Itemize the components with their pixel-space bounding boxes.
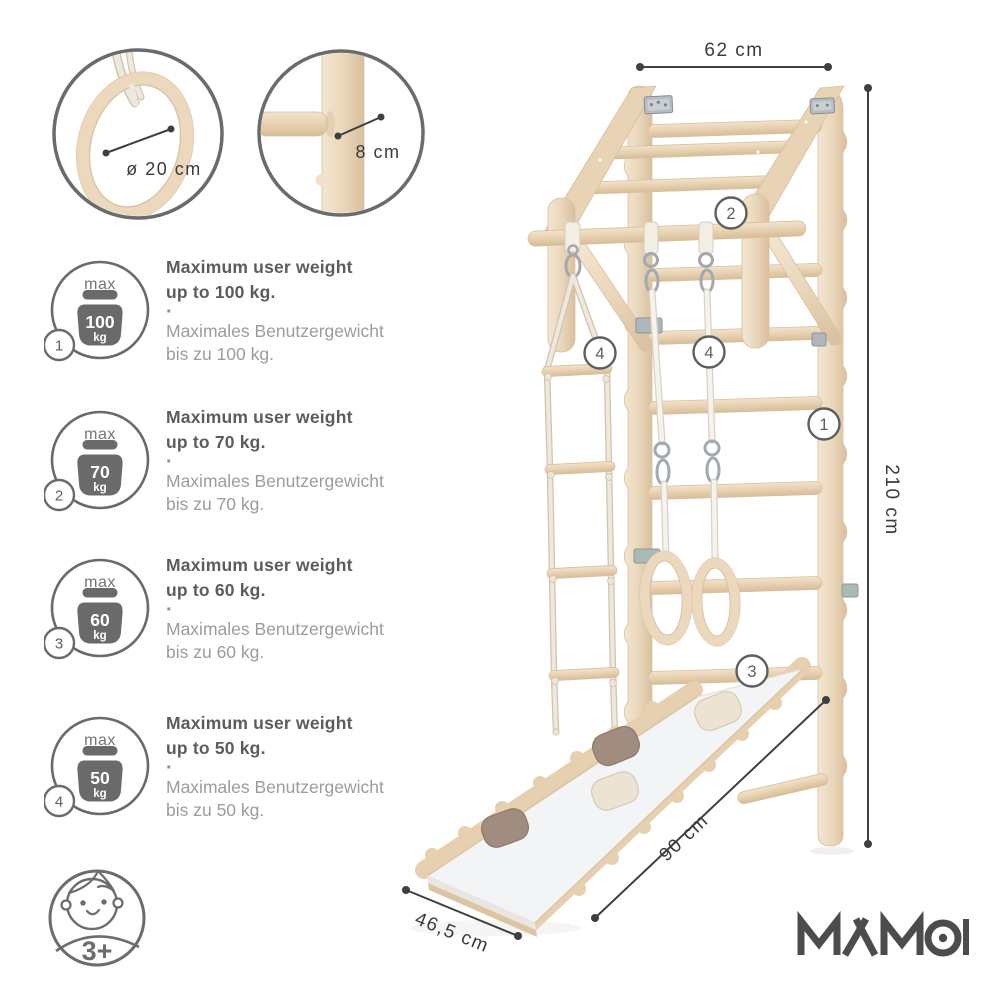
svg-text:100: 100 — [85, 312, 114, 332]
weight-badge-3: max 60 kg 3 — [44, 558, 150, 660]
dimension-width: 62 cm — [636, 40, 832, 71]
marker-4-left-label: 4 — [595, 345, 604, 363]
marker-3: 3 — [735, 654, 769, 688]
weight-badge-1: max 100 kg 1 — [44, 260, 150, 362]
wooden-ring-zoom — [76, 71, 194, 216]
marker-4-right-label: 4 — [704, 344, 713, 362]
max-label: max — [84, 276, 116, 293]
wall-bars — [527, 85, 859, 847]
climbing-ramp — [415, 657, 829, 937]
dimension-height: 210 cm — [864, 84, 902, 848]
marker-2: 2 — [714, 196, 748, 230]
logo-letter-o — [924, 919, 962, 957]
logo-letter-o-dot — [938, 933, 948, 943]
right-stile — [817, 91, 848, 847]
weight-badge-4: max 50 kg 4 — [44, 716, 150, 818]
svg-text:kg: kg — [93, 332, 106, 344]
marker-3-label: 3 — [747, 663, 756, 681]
kettlebell-icon: 60 kg — [77, 588, 123, 644]
max-label: max — [84, 574, 116, 591]
brand-logo — [797, 910, 969, 957]
svg-text:60: 60 — [90, 610, 110, 630]
dimension-height-label: 210 cm — [881, 464, 902, 535]
age-icon: 3+ — [48, 869, 146, 967]
max-label: max — [84, 426, 116, 443]
max-label: max — [84, 732, 116, 749]
marker-1: 1 — [807, 407, 841, 441]
kettlebell-icon: 50 kg — [77, 746, 123, 802]
svg-text:kg: kg — [93, 788, 106, 800]
svg-text:kg: kg — [93, 482, 106, 494]
logo-letter-m1 — [797, 910, 841, 955]
kettlebell-icon: 100 kg — [77, 290, 123, 346]
weight-badge-2: max 70 kg 2 — [44, 410, 150, 512]
badge-number: 2 — [55, 488, 63, 505]
wooden-ring-right — [691, 557, 741, 647]
kettlebell-icon: 70 kg — [77, 440, 123, 496]
dimension-ramp-width-label: 46,5 cm — [412, 909, 492, 958]
callout-rung-detail: 8 cm — [257, 49, 425, 217]
logo-letter-a-stroke2 — [852, 917, 879, 957]
separator-dot: · — [166, 451, 173, 473]
age-label: 3+ — [82, 936, 113, 966]
marker-4-right: 4 — [692, 335, 726, 369]
svg-text:70: 70 — [90, 462, 110, 482]
callout-ring-detail: ø 20 cm — [52, 48, 224, 220]
marker-2-label: 2 — [726, 205, 735, 223]
dimension-width-label: 62 cm — [704, 40, 763, 61]
child-face-icon — [65, 877, 119, 931]
marker-4-left: 4 — [583, 336, 617, 370]
badge-number: 4 — [55, 794, 63, 811]
callout-ring-label: ø 20 cm — [126, 159, 202, 179]
logo-letter-m2 — [880, 910, 924, 955]
rope-ladder — [541, 221, 620, 740]
separator-dot: · — [166, 599, 173, 621]
wall-brackets — [633, 95, 859, 598]
callout-rung-label: 8 cm — [355, 142, 400, 162]
badge-number: 1 — [55, 338, 63, 355]
separator-dot: · — [166, 757, 173, 779]
wall-rungs — [647, 119, 823, 685]
badge-number: 3 — [55, 636, 63, 653]
separator-dot: · — [166, 301, 173, 323]
svg-text:50: 50 — [90, 768, 110, 788]
ramp-holds — [480, 690, 742, 848]
svg-text:kg: kg — [93, 630, 106, 642]
marker-1-label: 1 — [819, 416, 828, 434]
dimension-ramp-length-label: 90 cm — [655, 810, 713, 866]
